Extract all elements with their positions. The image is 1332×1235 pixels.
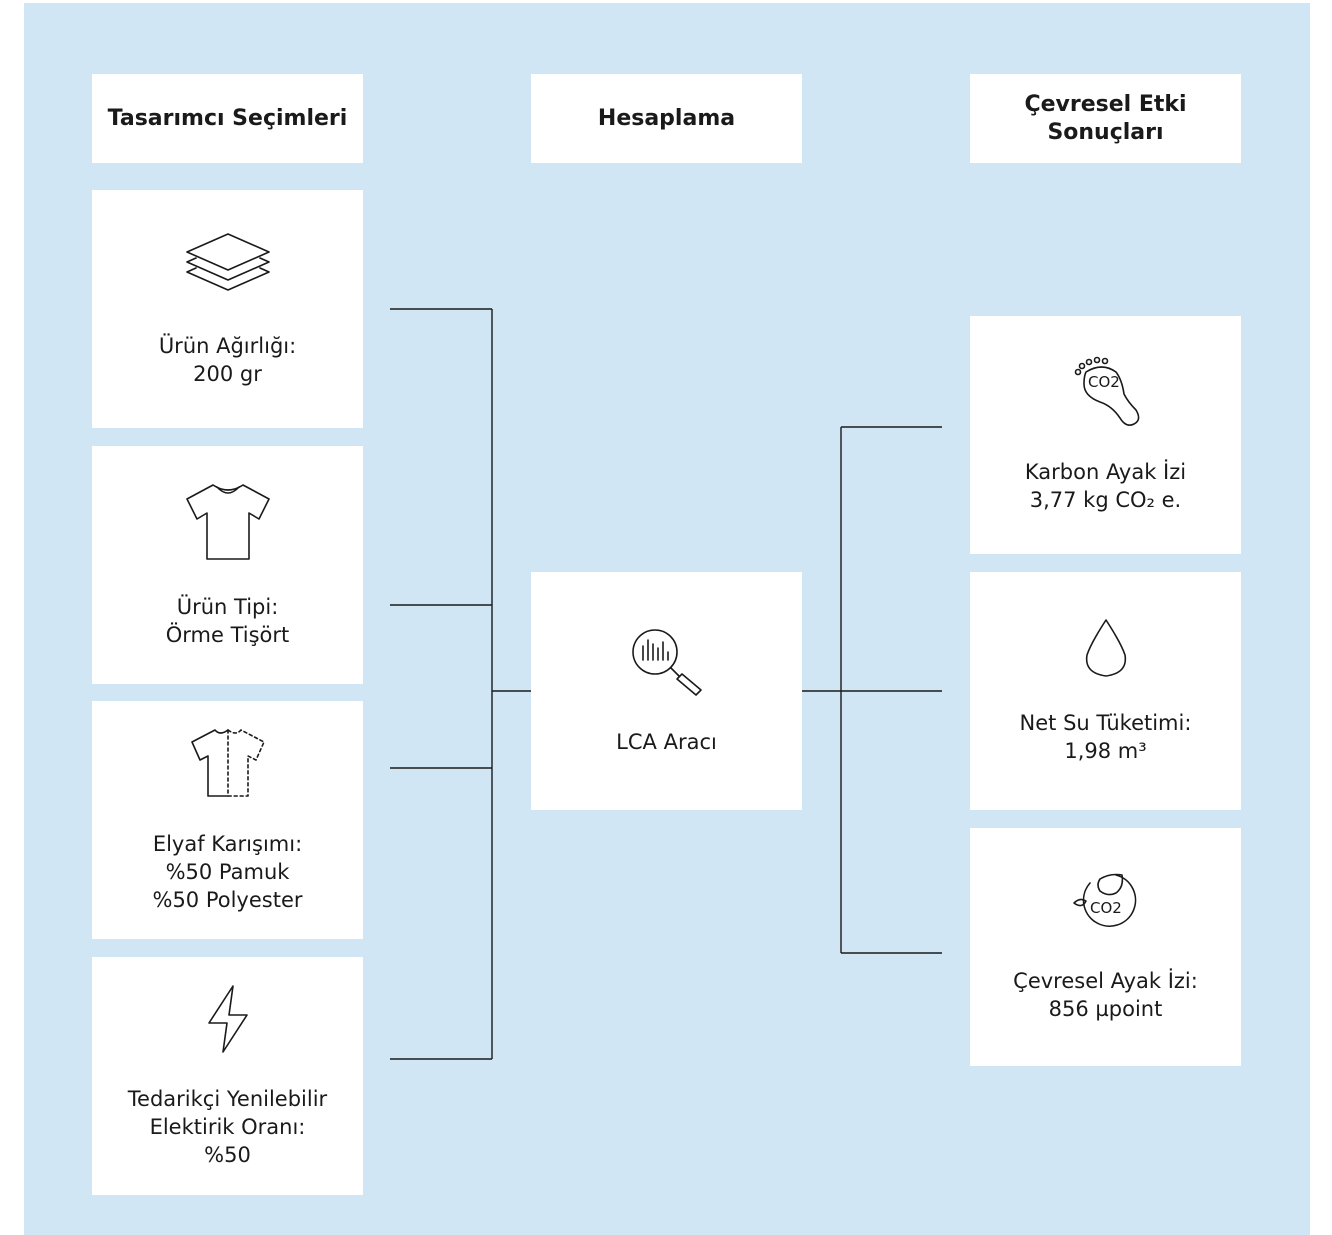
layers-icon — [185, 233, 270, 291]
input-type-label: Ürün Tipi: — [176, 595, 279, 619]
header-designer-choices-label: Tasarımcı Seçimleri — [107, 105, 348, 131]
input-card-renewable-electricity: Tedarikçi Yenilebilir Elektirik Oranı: %… — [92, 957, 363, 1195]
header-designer-choices: Tasarımcı Seçimleri — [92, 74, 363, 163]
output-environmental-label: Çevresel Ayak İzi: — [1013, 969, 1198, 993]
lca-tool-label: LCA Aracı — [616, 730, 717, 754]
input-fiber-cotton: %50 Pamuk — [165, 860, 290, 884]
output-carbon-label: Karbon Ayak İzi — [1024, 460, 1187, 484]
header-calculation-label: Hesaplama — [597, 105, 736, 131]
input-fiber-polyester: %50 Polyester — [152, 888, 303, 912]
input-type-value: Örme Tişört — [165, 623, 290, 647]
input-electricity-value: %50 — [204, 1143, 251, 1167]
input-electricity-label-1: Tedarikçi Yenilebilir — [127, 1087, 328, 1111]
output-carbon-value: 3,77 kg CO₂ e. — [1029, 488, 1182, 512]
lightning-icon — [207, 985, 248, 1053]
input-card-product-type: Ürün Tipi: Örme Tişört — [92, 446, 363, 684]
input-card-weight: Ürün Ağırlığı: 200 gr — [92, 190, 363, 428]
input-fiber-label: Elyaf Karışımı: — [152, 832, 303, 856]
co2-footprint-icon-text: CO2 — [1088, 373, 1120, 391]
water-drop-icon — [1085, 619, 1126, 677]
header-results-line2: Sonuçları — [1047, 119, 1164, 145]
output-water-value: 1,98 m³ — [1064, 739, 1147, 763]
co2-leaf-icon: CO2 — [1072, 873, 1136, 927]
header-results-line1: Çevresel Etki — [1024, 91, 1187, 117]
header-calculation: Hesaplama — [531, 74, 802, 163]
output-card-environmental: CO2 Çevresel Ayak İzi: 856 µpoint — [970, 828, 1241, 1066]
magnifier-chart-icon — [631, 629, 702, 696]
tshirt-icon — [185, 484, 270, 560]
co2-leaf-icon-text: CO2 — [1090, 899, 1122, 917]
fiber-blend-tshirt-icon — [190, 729, 265, 797]
co2-footprint-icon: CO2 — [1074, 356, 1139, 426]
output-card-water: Net Su Tüketimi: 1,98 m³ — [970, 572, 1241, 810]
input-weight-value: 200 gr — [193, 362, 262, 386]
header-environmental-results: Çevresel Etki Sonuçları — [970, 74, 1241, 163]
lca-tool-card: LCA Aracı — [531, 572, 802, 810]
output-water-label: Net Su Tüketimi: — [1019, 711, 1192, 735]
output-card-carbon: CO2 Karbon Ayak İzi 3,77 kg CO₂ e. — [970, 316, 1241, 554]
input-weight-label: Ürün Ağırlığı: — [158, 334, 297, 358]
input-card-fiber-blend: Elyaf Karışımı: %50 Pamuk %50 Polyester — [92, 701, 363, 939]
input-electricity-label-2: Elektirik Oranı: — [149, 1115, 306, 1139]
output-environmental-value: 856 µpoint — [1048, 997, 1163, 1021]
